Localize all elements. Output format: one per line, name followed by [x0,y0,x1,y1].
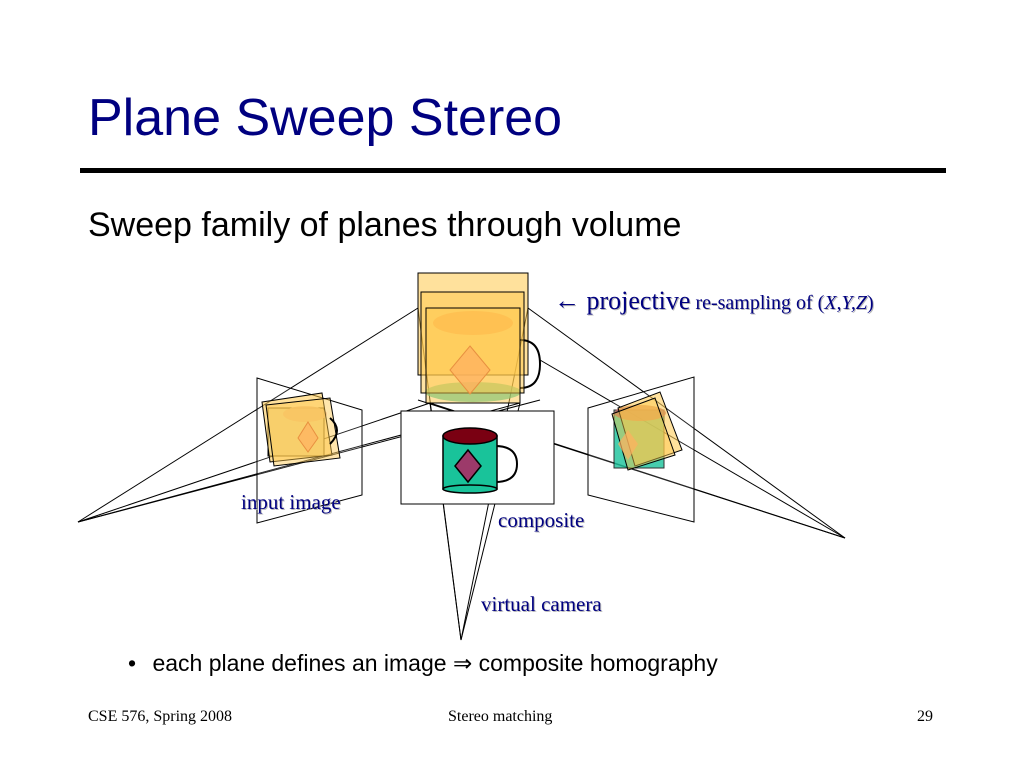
virtual-camera-label: virtual camera [481,592,602,616]
sweep-planes [417,272,542,404]
resampling-suffix: ) [866,292,874,314]
slide-subtitle: Sweep family of planes through volume [88,206,682,244]
composite-label: composite [498,508,585,532]
resampling-note: ← projective re-sampling of (X,Y,Z) [554,288,874,314]
right-input-image-plane [587,376,695,523]
bullet-point: • each plane defines an image ⇒ composit… [128,652,718,675]
bullet-marker: • [128,650,137,676]
bullet-text-after: composite homography [478,650,718,676]
footer-topic: Stereo matching [448,708,553,725]
resampling-vars: X,Y,Z [824,292,867,314]
left-arrow-icon: ← [554,286,580,315]
projective-word: projective [586,286,691,315]
slide-title: Plane Sweep Stereo [88,89,563,147]
title-underline [80,168,946,173]
bullet-text-before: each plane defines an image [152,650,447,676]
input-image-label: input image [241,490,341,514]
composite-image-plane [400,410,555,505]
left-input-image-plane [256,377,363,524]
footer-page-number: 29 [917,708,933,725]
resampling-prefix: re-sampling of ( [695,292,825,314]
implies-icon: ⇒ [452,650,473,676]
footer-course: CSE 576, Spring 2008 [88,708,233,725]
